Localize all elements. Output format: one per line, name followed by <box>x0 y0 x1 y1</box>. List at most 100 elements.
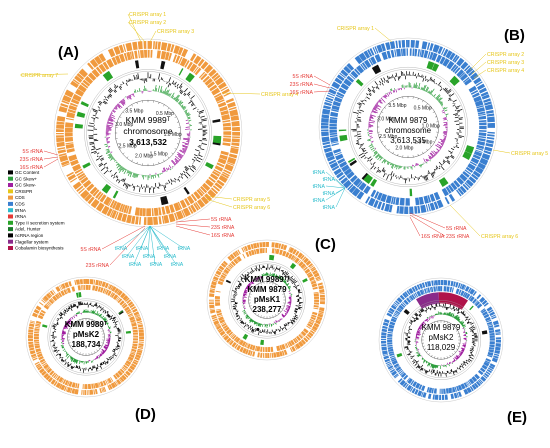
cds-reverse-block <box>64 127 73 133</box>
cds-reverse-block <box>487 351 494 357</box>
cds-reverse-block <box>129 316 135 321</box>
cds-reverse-block <box>252 345 256 351</box>
cds-forward-block <box>64 282 70 288</box>
cds-reverse-block <box>98 63 107 73</box>
cds-forward-block <box>170 44 175 53</box>
cds-forward-block <box>113 45 121 55</box>
cds-forward-block <box>231 126 240 132</box>
size-tick <box>122 111 125 114</box>
cds-reverse-block <box>471 92 480 98</box>
cds-forward-block <box>295 343 301 350</box>
cds-forward-block <box>28 332 34 335</box>
cds-reverse-block <box>71 286 76 292</box>
cds-forward-block <box>231 142 240 147</box>
cds-reverse-block <box>450 64 457 72</box>
cds-reverse-block <box>292 338 298 344</box>
cds-reverse-block <box>376 192 383 201</box>
cds-forward-block <box>495 332 501 334</box>
cds-reverse-block <box>109 292 114 297</box>
cds-reverse-block <box>82 285 84 290</box>
cds-reverse-block <box>231 334 237 340</box>
cds-forward-block <box>86 390 88 395</box>
cds-forward-block <box>101 205 110 215</box>
cds-forward-block <box>28 326 34 330</box>
cds-reverse-block <box>468 85 477 93</box>
cds-forward-block <box>74 279 77 286</box>
cds-reverse-block <box>127 358 133 363</box>
rrna-label-b6-leader <box>409 216 421 237</box>
cds-forward-block <box>220 86 228 92</box>
cds-reverse-block <box>200 73 208 81</box>
crispr-label-b6: CRISPR array 6 <box>481 234 518 240</box>
feature-block <box>125 330 131 334</box>
cds-forward-block <box>231 138 240 143</box>
cds-reverse-block <box>54 374 59 380</box>
cds-reverse-block <box>209 84 218 92</box>
cds-reverse-block <box>245 251 250 258</box>
cds-reverse-block <box>153 207 159 216</box>
cds-forward-block <box>221 173 229 179</box>
cds-reverse-block <box>43 304 50 310</box>
cds-reverse-block <box>329 126 337 130</box>
trna-label-b3-leader <box>325 185 346 189</box>
cds-forward-block <box>484 146 493 152</box>
cds-forward-block <box>78 187 85 194</box>
cds-forward-block <box>163 214 170 224</box>
cds-reverse-block <box>220 274 226 279</box>
cds-forward-block <box>393 373 399 378</box>
cds-reverse-block <box>458 289 462 295</box>
cds-forward-block <box>132 41 138 51</box>
crispr-label-a4: CRISPR array 4 <box>261 92 298 98</box>
cds-reverse-block <box>128 314 134 318</box>
cds-reverse-block <box>474 300 479 305</box>
cds-forward-block <box>70 80 79 89</box>
cds-reverse-block <box>399 371 405 376</box>
size-tick <box>434 116 437 118</box>
cds-reverse-block <box>66 148 75 154</box>
crispr-label-a3: CRISPR array 3 <box>157 29 194 35</box>
size-tick <box>381 141 384 143</box>
rrna-label-b5-leader <box>409 214 446 237</box>
cds-reverse-block <box>216 310 222 314</box>
cds-forward-block <box>471 384 477 390</box>
cds-reverse-block <box>129 353 135 358</box>
cds-reverse-block <box>429 51 434 60</box>
cds-reverse-block <box>61 378 65 384</box>
cds-reverse-block <box>255 248 260 254</box>
size-tick <box>279 310 282 313</box>
cds-forward-block <box>29 321 35 324</box>
feature-block <box>160 195 169 206</box>
cds-reverse-block <box>46 302 51 307</box>
cds-forward-block <box>218 175 228 184</box>
cds-forward-block <box>321 118 329 123</box>
cds-reverse-block <box>300 330 307 337</box>
cds-forward-block <box>398 40 402 48</box>
cds-reverse-block <box>249 344 254 350</box>
cds-reverse-block <box>123 364 129 370</box>
cds-reverse-block <box>405 198 410 206</box>
cds-forward-block <box>220 262 227 268</box>
cds-reverse-block <box>114 201 122 211</box>
cds-reverse-block <box>216 162 225 168</box>
cds-reverse-block <box>390 356 396 361</box>
cds-forward-block <box>381 344 387 347</box>
cds-forward-block <box>405 40 408 48</box>
cds-reverse-block <box>86 284 89 290</box>
cds-reverse-block <box>97 382 100 388</box>
cds-reverse-block <box>72 163 82 172</box>
cds-reverse-block <box>235 257 240 263</box>
size-tick <box>384 145 387 147</box>
size-tick <box>131 104 133 107</box>
cds-forward-block <box>381 328 388 333</box>
cds-forward-block <box>57 147 66 150</box>
cds-reverse-block <box>66 117 74 121</box>
cds-forward-block <box>56 137 65 143</box>
cds-forward-block <box>211 280 217 286</box>
cds-forward-block <box>338 174 346 181</box>
gc-skew-negative-track <box>242 276 292 325</box>
cds-forward-block <box>131 215 136 224</box>
cds-forward-block <box>307 263 313 268</box>
cds-forward-block <box>389 307 395 313</box>
trna-label-b1-leader <box>325 171 346 189</box>
